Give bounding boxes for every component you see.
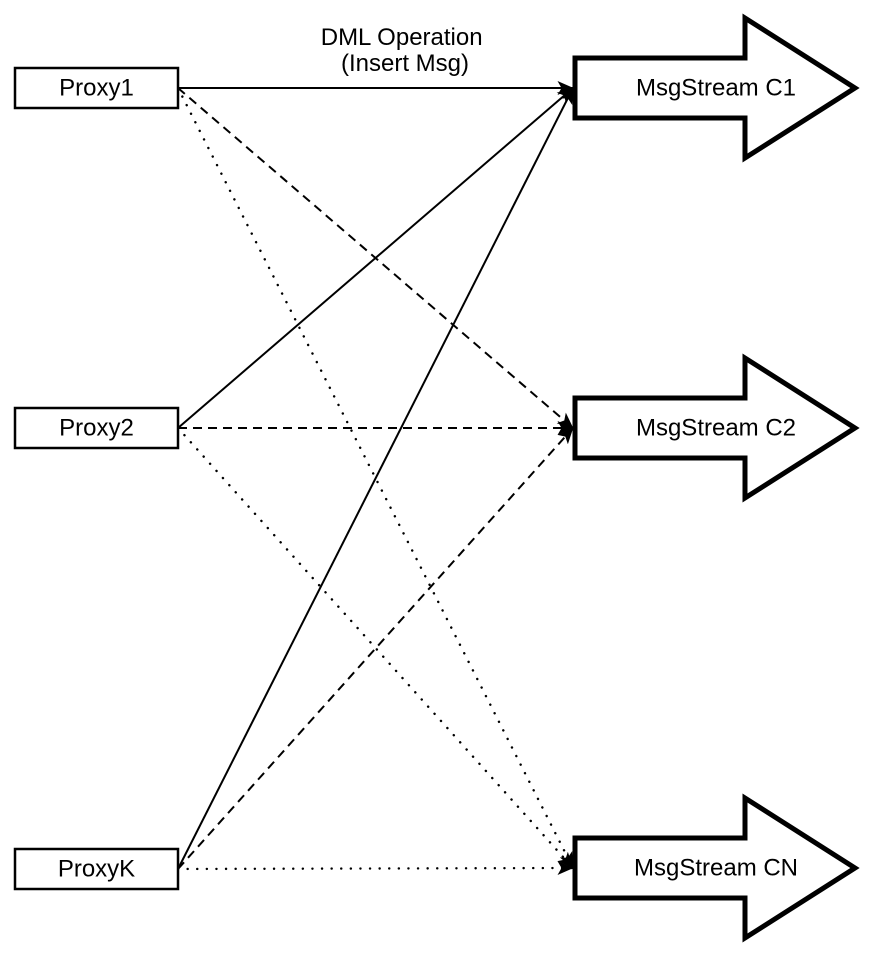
proxy-node-proxy1: Proxy1 — [13, 66, 180, 110]
msgstream-block-arrow-c2 — [572, 353, 860, 503]
proxy-node-proxy2: Proxy2 — [13, 406, 180, 450]
edge-proxy1-to-c2-dashed — [177, 87, 574, 429]
diagram-title-line1: DML Operation — [321, 24, 483, 51]
proxy-node-proxyk: ProxyK — [13, 847, 180, 891]
edges-layer — [176, 81, 575, 876]
edge-proxyk-to-cn-dotted — [176, 861, 575, 876]
msgstream-label-c1: MsgStream C1 — [636, 75, 796, 102]
edge-proxy1-to-cn-dotted — [176, 86, 575, 870]
msgstream-label-cn: MsgStream CN — [634, 855, 798, 882]
msgstream-block-arrow-cn — [572, 793, 860, 943]
proxy-label-proxy1: Proxy1 — [59, 75, 134, 102]
diagram-title: DML Operation (Insert Msg) — [321, 24, 490, 77]
msgstream-block-arrow-c1 — [572, 13, 860, 163]
proxy-box-proxy2 — [13, 406, 180, 450]
proxy-label-proxyk: ProxyK — [58, 856, 135, 883]
msgstream-node-c1: MsgStream C1 — [572, 13, 860, 163]
edge-proxyk-to-c2-dashed — [177, 427, 574, 870]
msgstream-label-c2: MsgStream C2 — [636, 415, 796, 442]
edge-proxyk-to-c1-solid — [177, 87, 574, 870]
msgstream-node-cn: MsgStream CN — [572, 793, 860, 943]
diagram-title-line2: (Insert Msg) — [341, 50, 469, 77]
title-layer: DML Operation (Insert Msg) — [321, 24, 490, 77]
proxy-label-proxy2: Proxy2 — [59, 415, 134, 442]
proxy-box-proxy1 — [13, 66, 180, 110]
msgstream-node-c2: MsgStream C2 — [572, 353, 860, 503]
proxy-box-proxyk — [13, 847, 180, 891]
